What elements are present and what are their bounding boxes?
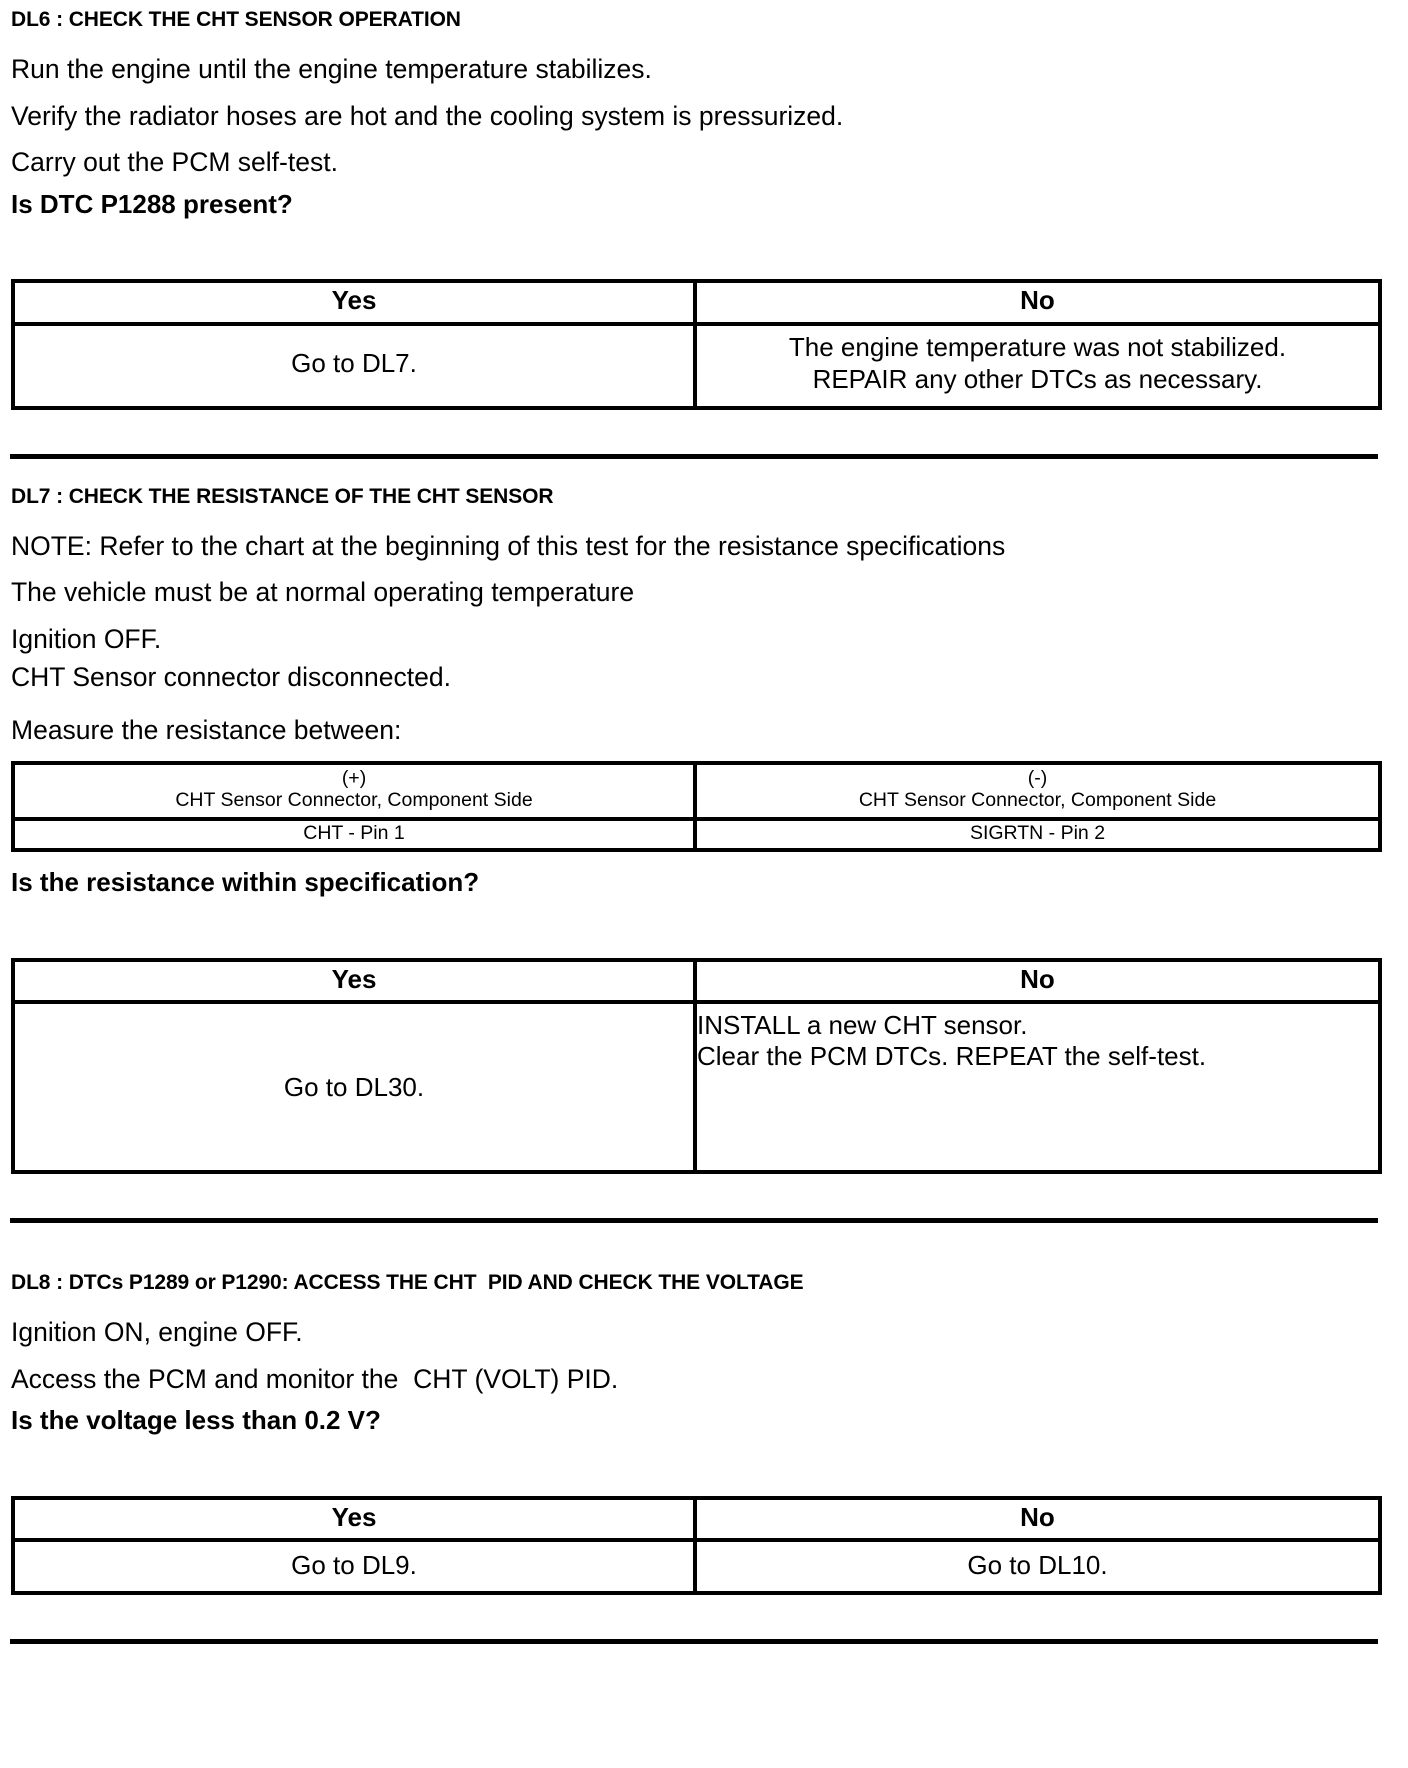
- positive-polarity-label: (+): [341, 767, 367, 790]
- positive-connector-label: CHT Sensor Connector, Component Side: [175, 789, 533, 812]
- section-divider-rule-3: [10, 1639, 1378, 1645]
- dl6-yes-action: Go to DL7.: [13, 323, 697, 408]
- dl7-instruction-line-2: The vehicle must be at normal operating …: [11, 577, 635, 608]
- pin-negative-header: (-) CHT Sensor Connector, Component Side: [695, 763, 1380, 821]
- dl7-no-action-line-2: Clear the PCM DTCs. REPEAT the self-test…: [697, 1041, 1207, 1072]
- dl7-measure-label: Measure the resistance between:: [11, 714, 402, 745]
- dl6-question: Is DTC P1288 present?: [11, 188, 293, 219]
- pin-table-header-row: (+) CHT Sensor Connector, Component Side…: [13, 763, 1380, 821]
- dl8-question: Is the voltage less than 0.2 V?: [11, 1405, 381, 1436]
- dl6-instruction-line-2: Verify the radiator hoses are hot and th…: [11, 100, 844, 131]
- dl7-instruction-line-3: Ignition OFF.: [11, 623, 162, 654]
- negative-connector-label: CHT Sensor Connector, Component Side: [858, 789, 1217, 812]
- dl6-no-action-line-1: The engine temperature was not stabilize…: [788, 332, 1287, 363]
- column-header-no: No: [695, 960, 1380, 1005]
- section-divider-rule-1: [10, 453, 1378, 459]
- column-header-no: No: [695, 281, 1380, 326]
- dl7-question: Is the resistance within specification?: [11, 867, 480, 898]
- negative-pin-value: SIGRTN - Pin 2: [969, 821, 1106, 844]
- pin-positive-header: (+) CHT Sensor Connector, Component Side: [13, 763, 697, 821]
- positive-pin-value: CHT - Pin 1: [13, 818, 697, 851]
- dl7-no-action-line-1: INSTALL a new CHT sensor.: [697, 1010, 1028, 1041]
- dl8-yes-action: Go to DL9.: [13, 1540, 697, 1594]
- dl6-decision-table: Yes No Go to DL7. The engine temperature…: [11, 279, 1382, 410]
- dl8-instruction-line-1: Ignition ON, engine OFF.: [11, 1317, 303, 1348]
- table-row: Go to DL30. INSTALL a new CHT sensor. Cl…: [13, 1002, 1380, 1173]
- dl6-no-action-line-2: REPAIR any other DTCs as necessary.: [812, 363, 1263, 394]
- section-divider-rule-2: [10, 1218, 1378, 1224]
- dl7-instruction-line-1: NOTE: Refer to the chart at the beginnin…: [11, 530, 1006, 561]
- dl7-decision-table: Yes No Go to DL30. INSTALL a new CHT sen…: [11, 958, 1382, 1175]
- dl8-instruction-line-2: Access the PCM and monitor the CHT (VOLT…: [11, 1363, 619, 1394]
- section-heading-dl7: DL7 : CHECK THE RESISTANCE OF THE CHT SE…: [11, 484, 554, 508]
- column-header-yes: Yes: [13, 960, 697, 1005]
- dl7-yes-action: Go to DL30.: [13, 1002, 697, 1173]
- dl6-no-action: The engine temperature was not stabilize…: [695, 324, 1380, 408]
- dl7-instruction-line-4: CHT Sensor connector disconnected.: [11, 662, 451, 693]
- column-header-no: No: [695, 1498, 1380, 1543]
- negative-polarity-label: (-): [1027, 767, 1048, 790]
- table-row: Go to DL9. Go to DL10.: [13, 1540, 1380, 1594]
- dl8-decision-table: Yes No Go to DL9. Go to DL10.: [11, 1496, 1382, 1596]
- column-header-yes: Yes: [13, 281, 697, 326]
- dl6-instruction-line-3: Carry out the PCM self-test.: [11, 147, 338, 178]
- pin-table-row: CHT - Pin 1 SIGRTN - Pin 2: [13, 818, 1380, 851]
- dl7-no-action: INSTALL a new CHT sensor. Clear the PCM …: [695, 1002, 1380, 1172]
- section-heading-dl8: DL8 : DTCs P1289 or P1290: ACCESS THE CH…: [11, 1271, 804, 1295]
- table-header-row: Yes No: [13, 1498, 1380, 1543]
- dl7-pin-table: (+) CHT Sensor Connector, Component Side…: [11, 761, 1382, 853]
- dl8-no-action: Go to DL10.: [967, 1549, 1108, 1580]
- column-header-yes: Yes: [13, 1498, 697, 1543]
- table-row: Go to DL7. The engine temperature was no…: [13, 323, 1380, 408]
- dl6-instruction-line-1: Run the engine until the engine temperat…: [11, 54, 652, 85]
- table-header-row: Yes No: [13, 960, 1380, 1005]
- section-heading-dl6: DL6 : CHECK THE CHT SENSOR OPERATION: [11, 8, 461, 31]
- table-header-row: Yes No: [13, 281, 1380, 326]
